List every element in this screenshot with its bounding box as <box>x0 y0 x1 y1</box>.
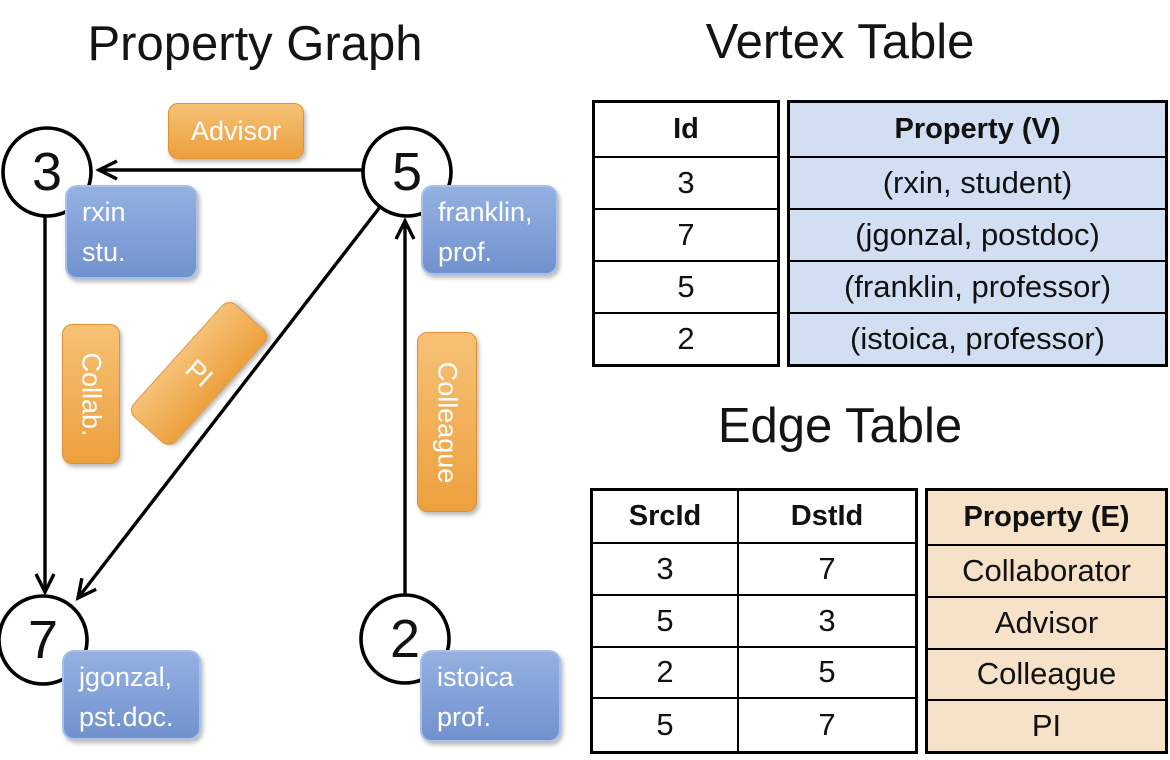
vertex-property-box-istoica: istoica prof. <box>420 650 561 742</box>
edge-table-property-cell: Advisor <box>928 598 1165 650</box>
node-3-id: 3 <box>31 142 63 202</box>
vertex-property-box-jgonzal: jgonzal, pst.doc. <box>62 650 201 740</box>
vertex-table-property-column: Property (V) (rxin, student) (jgonzal, p… <box>787 100 1168 367</box>
vertex-table-property-cell: (jgonzal, postdoc) <box>790 210 1165 262</box>
vertex-property-franklin-line2: prof. <box>438 237 493 267</box>
vertex-table-property-cell: (rxin, student) <box>790 158 1165 210</box>
edge-label-pi-text: PI <box>179 353 219 393</box>
vertex-table-id-header: Id <box>595 103 777 158</box>
edge-table-dstid-header: DstId <box>739 491 915 544</box>
edge-table-srcid-cell: 5 <box>593 699 739 751</box>
property-graph-title: Property Graph <box>87 17 423 71</box>
edge-table-property-cell: PI <box>1031 708 1062 744</box>
edge-table-dstid-cell: 5 <box>739 648 915 700</box>
edge-label-advisor: Advisor <box>168 103 304 159</box>
edge-table-dstid-cell: 7 <box>739 544 915 596</box>
edge-table-title: Edge Table <box>717 399 963 453</box>
node-2-id: 2 <box>389 609 421 669</box>
vertex-table-property-cell: (istoica, professor) <box>850 321 1105 356</box>
vertex-table-id-cell: 3 <box>595 158 777 210</box>
edge-label-colleague-text: Colleague <box>432 361 463 483</box>
vertex-property-jgonzal-line2: pst.doc. <box>79 702 174 732</box>
vertex-property-istoica-line1: istoica <box>437 662 514 692</box>
property-graph-canvas <box>0 126 453 686</box>
vertex-property-box-franklin: franklin, prof. <box>421 185 558 275</box>
vertex-table-id-column: Id 3 7 5 2 <box>592 100 780 367</box>
edge-table-srcid-cell: 3 <box>593 544 739 596</box>
vertex-table-id-cell: 2 <box>677 321 695 356</box>
node-7-id: 7 <box>27 610 59 670</box>
edge-table-property-column: Property (E) Collaborator Advisor Collea… <box>925 488 1168 754</box>
vertex-property-rxin-line2: stu. <box>82 237 126 267</box>
edge-label-advisor-text: Advisor <box>190 115 282 146</box>
vertex-property-box-rxin: rxin stu. <box>65 185 198 279</box>
edge-table-srcid-header: SrcId <box>593 491 739 544</box>
vertex-table-property-header: Property (V) <box>790 103 1165 158</box>
vertex-property-franklin-line1: franklin, <box>438 197 533 227</box>
edge-label-collab-text: Collab. <box>76 351 107 437</box>
edge-table-id-columns: SrcId DstId 3 7 5 3 2 5 5 7 <box>590 488 918 754</box>
vertex-table-id-cell: 7 <box>595 210 777 262</box>
edge-table-property-cell: Collaborator <box>928 546 1165 598</box>
edge-table-srcid-cell: 2 <box>593 647 739 700</box>
vertex-table-id-cell: 5 <box>595 262 777 314</box>
edge-table-dstid-cell: 7 <box>818 707 836 743</box>
edge-pi-5-to-7 <box>75 205 382 602</box>
vertex-property-rxin-line1: rxin <box>82 197 126 227</box>
edge-label-colleague: Colleague <box>417 332 477 512</box>
node-5-id: 5 <box>391 142 423 202</box>
vertex-property-jgonzal-line1: jgonzal, <box>79 662 173 692</box>
edge-table-dstid-cell: 3 <box>739 596 915 648</box>
vertex-table-property-cell: (franklin, professor) <box>790 262 1165 314</box>
vertex-property-istoica-line2: prof. <box>437 702 492 732</box>
vertex-table-title: Vertex Table <box>705 15 975 69</box>
edge-table-srcid-cell: 5 <box>593 595 739 648</box>
edge-table-property-cell: Colleague <box>928 650 1165 702</box>
edge-label-collab: Collab. <box>62 324 120 464</box>
edge-table-property-header: Property (E) <box>928 491 1165 546</box>
